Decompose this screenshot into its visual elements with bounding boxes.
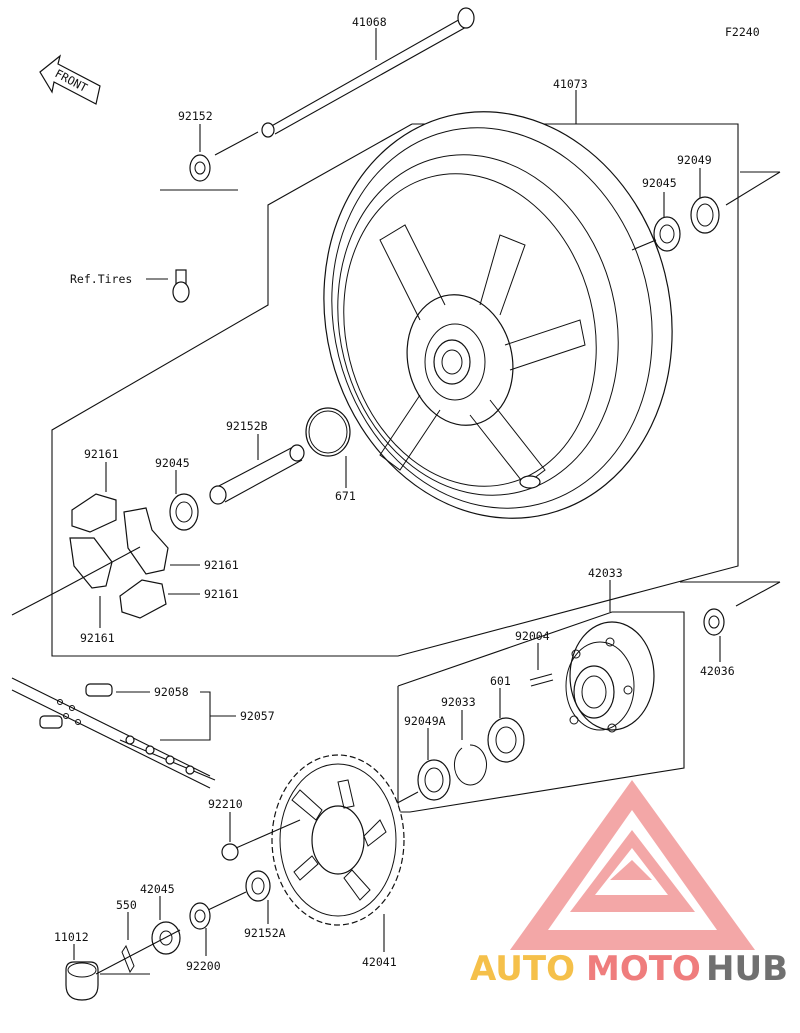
label-92152: 92152	[178, 109, 213, 123]
damper-92161-a	[71, 493, 117, 533]
sprocket-42041	[271, 754, 405, 926]
washer-92200	[189, 902, 211, 930]
label-92049-top: 92049	[677, 153, 712, 167]
automotohub-logo	[510, 780, 755, 950]
label-92058: 92058	[154, 685, 189, 699]
oring-671-inner	[308, 410, 348, 454]
leader-92057-bracket	[160, 691, 211, 741]
collar-92152	[189, 154, 211, 182]
bearing-601	[487, 717, 525, 763]
label-42036: 42036	[700, 664, 735, 678]
castle-nut-42045	[151, 921, 181, 955]
label-92200: 92200	[186, 959, 221, 973]
watermark-moto: MOTO	[586, 949, 701, 989]
damper-92161-c	[69, 537, 113, 589]
label-11012: 11012	[54, 930, 89, 944]
oring-671	[305, 407, 351, 457]
chain-92057	[11, 677, 216, 789]
label-92033: 92033	[441, 695, 476, 709]
label-92161-a: 92161	[84, 447, 119, 461]
label-550: 550	[116, 898, 137, 912]
label-92152A: 92152A	[244, 926, 286, 940]
axle-line-collar	[207, 891, 247, 911]
label-92161-d: 92161	[80, 631, 115, 645]
wheel-group-outline	[51, 123, 739, 657]
collar-92152A	[245, 870, 271, 902]
label-92210: 92210	[208, 797, 243, 811]
label-42045: 42045	[140, 882, 175, 896]
tire-valve	[172, 269, 190, 303]
cotter-pin-550	[121, 944, 135, 974]
label-41073: 41073	[553, 77, 588, 91]
axle-line-right	[725, 171, 781, 206]
label-92161-b: 92161	[204, 558, 239, 572]
label-92057: 92057	[240, 709, 275, 723]
label-92004: 92004	[515, 629, 550, 643]
circlip-92033	[453, 744, 487, 786]
damper-92161-b	[123, 507, 169, 575]
label-92161-c: 92161	[204, 587, 239, 601]
label-92049A: 92049A	[404, 714, 446, 728]
label-41068: 41068	[352, 15, 387, 29]
axle-41068	[261, 7, 475, 138]
label-601: 601	[490, 674, 511, 688]
watermark-auto: AUTO	[470, 949, 575, 989]
bearing-92045-left	[169, 493, 199, 531]
seal-92049-top	[690, 196, 720, 234]
axle-line-left-bottom	[11, 589, 61, 616]
axle-line-hub	[735, 581, 781, 607]
label-42033: 42033	[588, 566, 623, 580]
label-92045-top: 92045	[642, 176, 677, 190]
nut-92210	[221, 843, 239, 861]
wheel-41073	[323, 111, 673, 519]
axle-line-cap	[95, 929, 181, 975]
label-ref-tires: Ref.Tires	[70, 272, 132, 286]
damper-92161-d	[119, 579, 167, 619]
bearing-92045-top	[653, 216, 681, 252]
axle-line-nut	[235, 819, 301, 849]
front-arrow-icon: FRONT	[39, 54, 101, 105]
axle-line-bearing	[631, 239, 657, 251]
collar-42036	[703, 608, 725, 636]
label-92152B: 92152B	[226, 419, 268, 433]
label-671: 671	[335, 489, 356, 503]
watermark-hub: HUB	[706, 949, 788, 989]
figure-code: F2240	[725, 25, 760, 39]
label-92045-left: 92045	[155, 456, 190, 470]
label-42041: 42041	[362, 955, 397, 969]
sprocket-hub-42033	[565, 621, 655, 733]
collar-92152B	[209, 444, 305, 505]
stud-92004	[529, 673, 554, 687]
axle-line-left-damper	[59, 546, 141, 591]
chain-joint-92058	[39, 683, 113, 729]
cap-11012	[65, 961, 99, 1001]
axle-line-mid	[214, 131, 259, 156]
seal-92049A	[417, 759, 451, 801]
